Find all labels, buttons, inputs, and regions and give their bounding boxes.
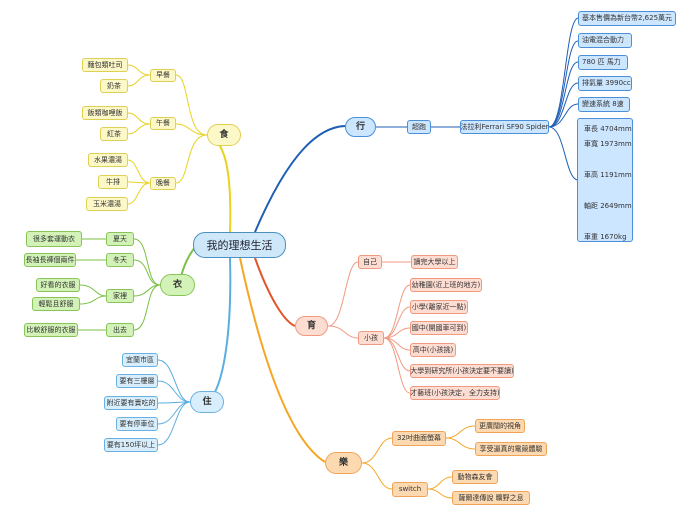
topic-food[interactable]: 食 [207, 124, 241, 146]
subtopic-home[interactable]: 家裡 [106, 289, 134, 303]
clothing-home-item[interactable]: 好看的衣服 [36, 278, 80, 292]
education-kids-item[interactable]: 高中(小孩挑) [410, 343, 456, 357]
car-spec[interactable]: 780 匹 馬力 [578, 55, 628, 70]
clothing-winter-item[interactable]: 長袖長褲個兩件 [24, 253, 76, 267]
car-dimension: 車寬 1973mm [584, 140, 632, 148]
fun-switch-item[interactable]: 薩爾達傳說 曠野之息 [452, 491, 530, 505]
food-breakfast-item[interactable]: 麵包類吐司 [82, 58, 128, 72]
topic-fun[interactable]: 樂 [325, 452, 362, 474]
car-dimension: 軸距 2649mm [584, 202, 632, 210]
subtopic-out[interactable]: 出去 [106, 323, 134, 337]
subtopic-lunch[interactable]: 午餐 [150, 117, 176, 130]
subtopic-kids[interactable]: 小孩 [358, 331, 384, 345]
car-spec[interactable]: 基本售價為新台幣2,625萬元 [578, 11, 676, 26]
education-kids-item[interactable]: 幼稚園(近上班的地方) [410, 278, 482, 292]
topic-transport[interactable]: 行 [345, 117, 376, 137]
living-item[interactable]: 要有三樓層 [116, 374, 158, 388]
education-kids-item[interactable]: 國中(開國車可到) [410, 321, 468, 335]
clothing-summer-item[interactable]: 很多套運動衣 [26, 231, 82, 247]
food-breakfast-item[interactable]: 奶茶 [100, 79, 128, 93]
subtopic-summer[interactable]: 夏天 [106, 232, 134, 246]
living-item[interactable]: 附近要有賣吃的 [104, 396, 158, 410]
car-spec[interactable]: 油電混合動力 [578, 33, 632, 48]
living-item[interactable]: 要有150坪以上 [104, 438, 158, 452]
living-item[interactable]: 宜蘭市區 [122, 353, 158, 367]
root-topic[interactable]: 我的理想生活 [193, 232, 286, 258]
topic-clothing[interactable]: 衣 [160, 274, 195, 296]
food-lunch-item[interactable]: 紅茶 [100, 127, 128, 141]
education-kids-item[interactable]: 小學(離家近一點) [410, 300, 468, 314]
subtopic-winter[interactable]: 冬天 [106, 253, 134, 267]
topic-living[interactable]: 住 [190, 391, 224, 413]
car-dimension: 車高 1191mm [584, 171, 632, 179]
subtopic-curved-screen[interactable]: 32吋曲面螢幕 [392, 431, 446, 446]
subtopic-self[interactable]: 自己 [358, 255, 382, 269]
car-dimension: 車重 1670kg [584, 233, 627, 241]
food-dinner-item[interactable]: 水果濃湯 [88, 153, 128, 167]
topic-education[interactable]: 育 [295, 316, 328, 336]
car-dimension: 車長 4704mm [584, 125, 632, 133]
car-model[interactable]: 法拉利Ferrari SF90 Spider [460, 120, 549, 134]
car-spec[interactable]: 排氣量 3990cc [578, 76, 632, 91]
fun-tv-item[interactable]: 享受逼真的電競體驗 [475, 442, 547, 456]
subtopic-supercar[interactable]: 超跑 [407, 120, 431, 134]
living-item[interactable]: 要有停車位 [116, 417, 158, 431]
subtopic-breakfast[interactable]: 早餐 [150, 69, 176, 82]
car-spec[interactable]: 變速系統 8速 [578, 97, 630, 112]
fun-switch-item[interactable]: 動物森友會 [452, 470, 498, 484]
food-lunch-item[interactable]: 飯類咖哩飯 [82, 106, 128, 120]
education-kids-item[interactable]: 大學到研究所(小孩決定要不要讀) [410, 364, 514, 378]
car-dimensions-box[interactable]: 車長 4704mm 車寬 1973mm 車高 1191mm 軸距 2649mm … [577, 118, 633, 242]
food-dinner-item[interactable]: 牛排 [98, 175, 128, 189]
education-self-item[interactable]: 讀完大學以上 [411, 255, 458, 269]
subtopic-dinner[interactable]: 晚餐 [150, 177, 176, 190]
clothing-out-item[interactable]: 比較舒服的衣服 [24, 323, 78, 337]
subtopic-switch[interactable]: switch [392, 482, 428, 497]
food-dinner-item[interactable]: 玉米濃湯 [86, 197, 128, 211]
clothing-home-item[interactable]: 輕鬆且舒服 [32, 297, 80, 311]
education-kids-item[interactable]: 才藝班(小孩決定，全力支持) [410, 386, 500, 400]
fun-tv-item[interactable]: 更廣闊的視角 [475, 419, 525, 433]
